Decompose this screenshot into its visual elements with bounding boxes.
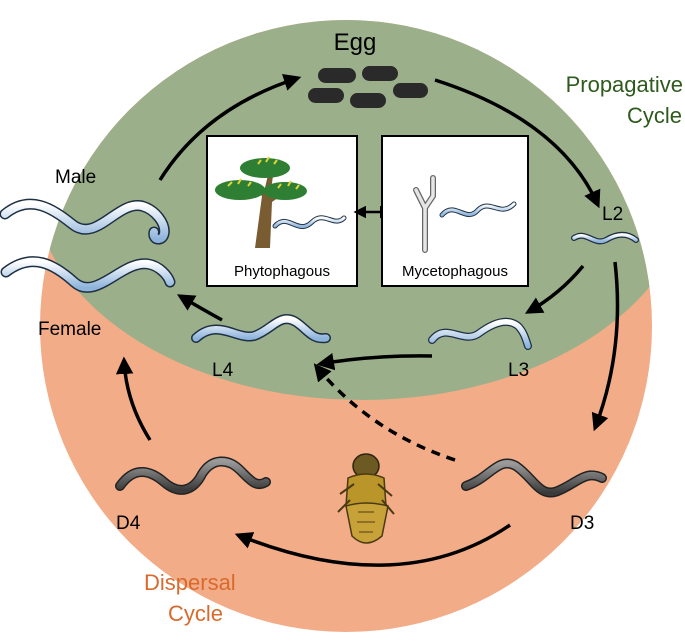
egg-icon xyxy=(308,88,344,103)
arrow-egg-to-l2 xyxy=(434,78,601,209)
l2-worm xyxy=(571,231,639,245)
egg-icon xyxy=(318,68,356,83)
d4-label: D4 xyxy=(116,513,141,534)
l3-worm xyxy=(428,317,532,350)
phytophagous-label: Phytophagous xyxy=(234,263,330,280)
propagative-cycle-title-line2: Cycle xyxy=(627,103,682,128)
propagative-cycle-title-line1: Propagative xyxy=(566,72,683,97)
l2-label: L2 xyxy=(602,204,623,225)
d3-worm xyxy=(461,458,607,498)
egg-label: Egg xyxy=(334,29,377,56)
l4-label: L4 xyxy=(212,360,234,381)
dispersal-cycle-title-line2: Cycle xyxy=(168,601,223,626)
arrow-l3-to-l4 xyxy=(316,352,433,371)
phytophagous-box: Phytophagous xyxy=(206,135,358,287)
beetle-vector-icon xyxy=(337,453,395,544)
egg-cluster xyxy=(308,66,428,108)
arrow-d4-to-adult xyxy=(115,356,152,441)
arrow-l2-to-d3 xyxy=(591,261,620,432)
l4-worm xyxy=(191,314,331,344)
arrow-l2-to-l3 xyxy=(524,264,585,314)
mycetophagous-box: Mycetophagous xyxy=(381,135,529,287)
cycle-arrows xyxy=(115,73,620,567)
tree-icon xyxy=(215,156,307,248)
female-label: Female xyxy=(38,319,101,340)
l3-label: L3 xyxy=(508,360,529,381)
egg-icon xyxy=(393,83,428,98)
male-label: Male xyxy=(55,167,96,188)
arrow-adult-to-egg xyxy=(158,73,302,181)
arrow-d3-to-l4-dashed xyxy=(313,363,456,462)
arrow-d3-to-d4 xyxy=(234,523,511,567)
male-worm xyxy=(0,198,170,245)
fungus-hypha-icon xyxy=(413,175,436,253)
egg-icon xyxy=(362,66,398,81)
dispersal-cycle-title-line1: Dispersal xyxy=(144,570,236,595)
female-worm xyxy=(0,256,176,293)
d4-worm xyxy=(115,456,271,495)
egg-icon xyxy=(350,93,386,108)
arrow-l4-to-adult xyxy=(176,294,223,322)
mycetophagous-label: Mycetophagous xyxy=(402,263,508,280)
d3-label: D3 xyxy=(570,513,594,534)
